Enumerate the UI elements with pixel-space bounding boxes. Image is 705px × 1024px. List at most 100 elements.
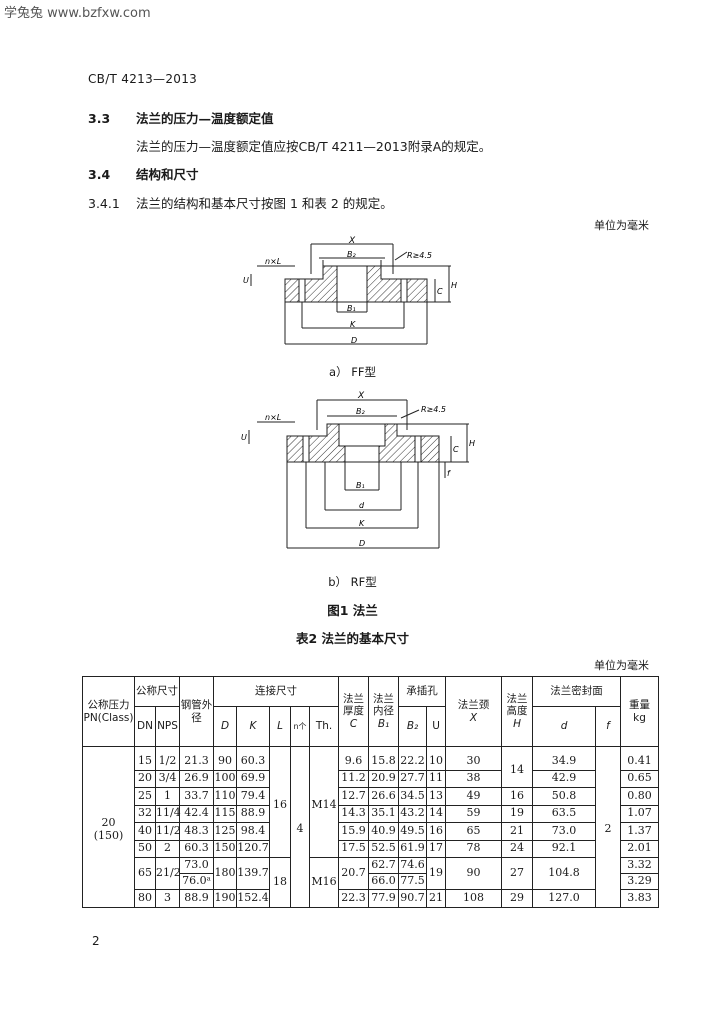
table-row: 80 3 88.9 190 152.4 22.3 77.9 90.7 21 10…	[83, 889, 660, 908]
cell-mass: 0.41	[620, 746, 660, 771]
cell-C: 20.7	[338, 857, 370, 890]
cell-mass: 2.01	[620, 839, 660, 858]
cell-X: 30	[445, 746, 503, 771]
table-row: 65 21/2 73.0 180 139.7 18 M16 20.7 62.7 …	[83, 857, 660, 908]
dim-b1-label: B₁	[347, 304, 356, 313]
cell-L-group2: 18	[269, 857, 291, 908]
cell-X: 49	[445, 787, 503, 806]
page-number: 2	[92, 934, 100, 948]
cell-K: 60.3	[236, 746, 270, 771]
cell-U: 21	[426, 889, 447, 908]
unit-label: 单位为毫米	[594, 219, 649, 232]
header-bore-sym: B₁	[377, 717, 390, 730]
section-3-3-body: 法兰的压力—温度额定值应按CB/T 4211—2013附录A的规定。	[136, 139, 492, 154]
cell-mass: 0.65	[620, 769, 660, 788]
cell-d: 92.1	[532, 839, 597, 858]
cell-d: 34.9	[532, 746, 597, 771]
header-nominal-size: 公称尺寸	[134, 676, 180, 707]
dim-f-label: f	[447, 469, 451, 478]
table-row: 76.0ᵃ 66.0 77.5 3.29	[83, 873, 660, 890]
section-number: 3.4	[88, 167, 111, 182]
cell-pipe: 88.9	[179, 889, 214, 908]
header-nps: NPS	[155, 706, 180, 747]
cell-mass: 1.37	[620, 822, 660, 841]
cell-L-group1: 16	[269, 746, 291, 858]
cell-B2-b: 77.5	[398, 873, 428, 890]
figure-rf-flange: X B₂ R≥4.5 n×L B₁ d K D C H U f	[241, 391, 475, 549]
table-row: 50 2 60.3 150 120.7 17.5 52.5 61.9 17 78…	[83, 839, 660, 858]
dim-d-label: D	[351, 336, 357, 345]
cell-K: 88.9	[236, 804, 270, 823]
cell-nps: 21/2	[155, 857, 181, 890]
cell-dn: 65	[134, 857, 156, 890]
cell-K: 139.7	[236, 857, 270, 890]
table-unit-label: 单位为毫米	[594, 659, 649, 672]
cell-d: 104.8	[532, 857, 597, 890]
bolt-hole-label: n×L	[265, 257, 281, 266]
header-mass-text: 重量	[629, 699, 651, 712]
dim-x-label: X	[357, 391, 365, 401]
cell-U: 11	[426, 769, 447, 788]
header-socket: 承插孔	[398, 676, 447, 707]
cell-D: 115	[213, 804, 237, 823]
cell-mass: 1.07	[620, 804, 660, 823]
dim-d-small-label: d	[359, 501, 365, 510]
cell-B1: 20.9	[368, 769, 400, 788]
cell-dn: 40	[134, 822, 156, 841]
dim-k-label: K	[350, 320, 356, 329]
cell-pipe-a: 73.0	[179, 857, 214, 874]
section-title: 结构和尺寸	[136, 167, 199, 182]
dim-x-label: X	[348, 236, 356, 246]
cell-B2: 34.5	[398, 787, 428, 806]
cell-C: 14.3	[338, 804, 370, 823]
cell-B1: 35.1	[368, 804, 400, 823]
cell-B1: 40.9	[368, 822, 400, 841]
cell-nps: 1	[155, 787, 180, 806]
figure-title: 图1 法兰	[327, 603, 378, 618]
cell-C: 15.9	[338, 822, 370, 841]
cell-B1-a: 62.7	[368, 857, 400, 874]
header-thickness-text: 法兰厚度	[343, 693, 365, 718]
radius-label: R≥4.5	[421, 405, 446, 414]
cell-C: 11.2	[338, 769, 370, 788]
cell-f: 2	[595, 746, 622, 908]
header-height-text: 法兰高度	[506, 693, 528, 718]
cell-K: 98.4	[236, 822, 270, 841]
cell-U: 17	[426, 839, 447, 858]
cell-U: 10	[426, 746, 447, 771]
header-n: n个	[290, 706, 310, 747]
section-number: 3.3	[88, 111, 111, 126]
header-connection: 连接尺寸	[212, 676, 340, 707]
header-neck-text: 法兰颈	[457, 699, 490, 712]
dim-b2-label: B₂	[347, 250, 356, 259]
cell-nps: 2	[155, 839, 180, 858]
dim-h-label: H	[469, 439, 475, 448]
cell-mass: 3.83	[620, 889, 660, 908]
cell-X: 59	[445, 804, 503, 823]
dim-u-label: U	[243, 276, 249, 285]
cell-nps: 11/4	[155, 804, 181, 823]
cell-thread-group2: M16	[308, 857, 340, 908]
table-row: 20(150) 15 1/2 21.3 90 60.3 16 4 M14 9.6…	[82, 746, 660, 908]
dim-b1-label: B₁	[356, 481, 365, 490]
cell-B2: 22.2	[398, 746, 428, 771]
cell-H-shared: 14	[501, 746, 534, 788]
cell-D: 125	[213, 822, 237, 841]
cell-B1: 15.8	[368, 746, 400, 771]
cell-B2: 49.5	[398, 822, 428, 841]
cell-dn: 15	[134, 746, 156, 771]
cell-H: 19	[501, 804, 534, 823]
cell-D: 190	[213, 889, 237, 908]
cell-mass-b: 3.29	[620, 873, 660, 890]
cell-C: 9.6	[338, 746, 370, 771]
cell-X: 78	[445, 839, 503, 858]
cell-d: 42.9	[532, 769, 597, 788]
header-dn: DN	[134, 706, 156, 747]
bolt-hole-label: n×L	[265, 413, 281, 422]
cell-dn: 25	[134, 787, 156, 806]
cell-B2: 61.9	[398, 839, 428, 858]
